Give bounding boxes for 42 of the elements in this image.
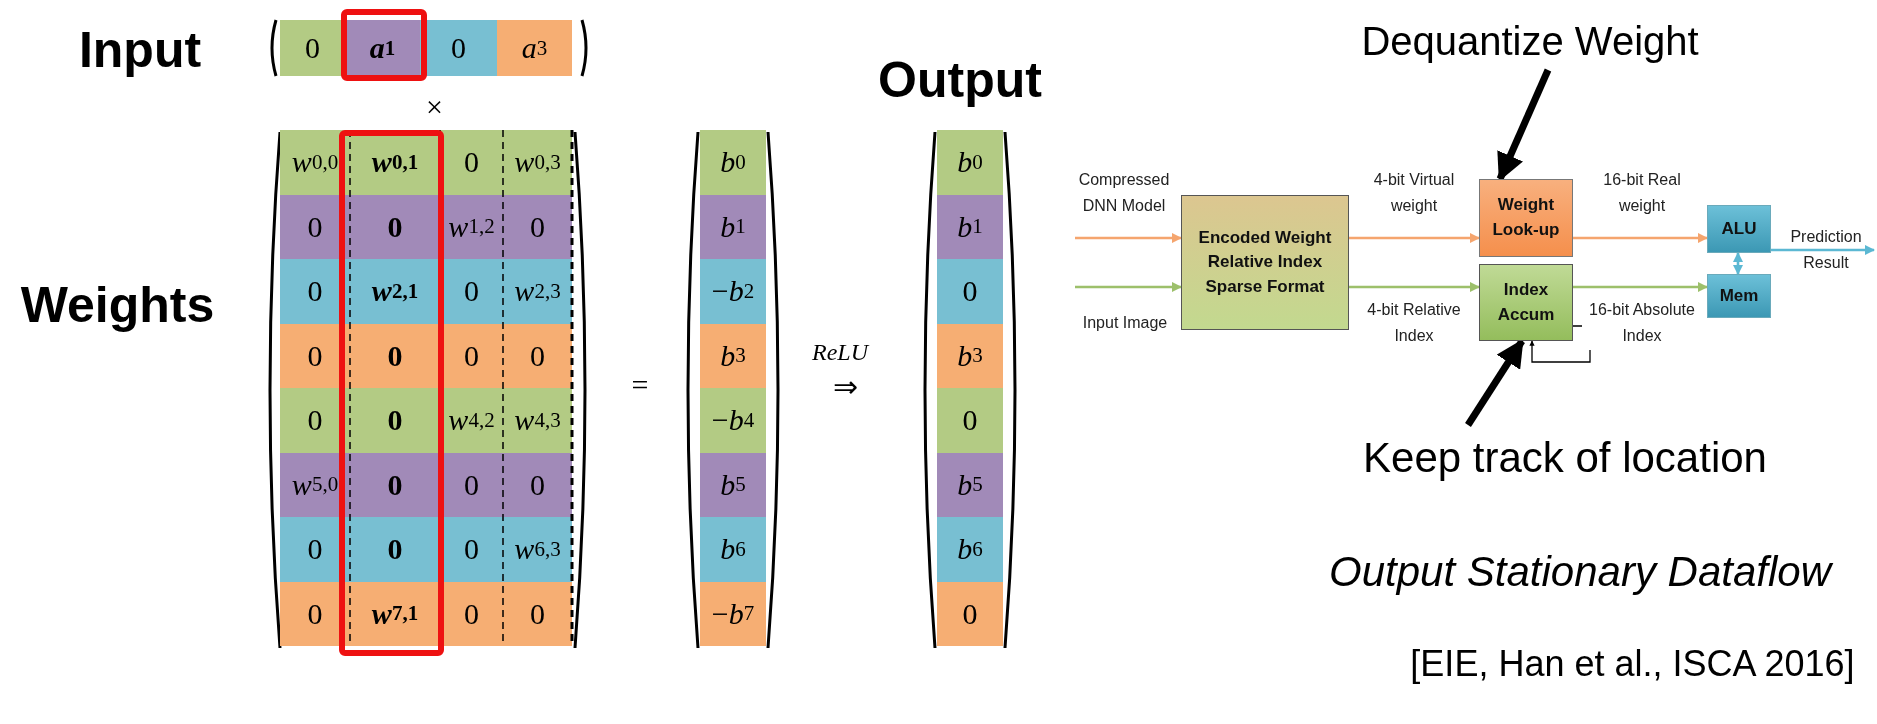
matrix-entry: 0 (280, 259, 350, 324)
citation: [EIE, Han et al., ISCA 2016] (1409, 642, 1856, 686)
edge-label: Prediction Result (1789, 227, 1863, 273)
matrix-entry: 0 (440, 130, 503, 195)
process-box: Weight Look-up (1479, 179, 1573, 257)
arrow (1573, 232, 1709, 244)
matrix-entry: 0 (280, 388, 350, 453)
matrix-entry: 0 (280, 517, 350, 582)
matrix-entry: 0 (503, 452, 572, 517)
operator-symbol: = (630, 367, 650, 403)
annotation-text: Dequantize Weight (1290, 12, 1770, 70)
matrix-entry: 0 (350, 194, 440, 259)
caption: Output Stationary Dataflow (1328, 547, 1834, 597)
arrow (1349, 281, 1481, 293)
operator-symbol: × (425, 89, 444, 125)
vector-entry: 0 (420, 20, 497, 76)
process-box: ALU (1707, 205, 1771, 253)
matrix-entry: 0 (350, 517, 440, 582)
operator-symbol: ⇒ (831, 368, 859, 405)
heading-label: Input (77, 21, 203, 80)
heading-label: Weights (19, 276, 216, 335)
matrix-entry: 0 (503, 194, 572, 259)
process-box: Mem (1707, 274, 1771, 318)
process-box: Index Accum (1479, 264, 1573, 341)
matrix-entry: 0 (503, 581, 572, 646)
matrix-entry: 0 (350, 388, 440, 453)
vector-entry: 0 (937, 581, 1003, 646)
arrow (1771, 244, 1876, 256)
process-box: Encoded Weight Relative Index Sparse Format (1181, 195, 1349, 330)
arrow (1732, 251, 1744, 276)
operator-label: ReLU (811, 337, 871, 367)
vector-entry: 0 (937, 259, 1003, 324)
annotation-text: Keep track of location (1300, 425, 1830, 491)
matrix-entry: 0 (350, 452, 440, 517)
arrow (1349, 232, 1481, 244)
arrow (1075, 232, 1183, 244)
arrow (1075, 281, 1183, 293)
heading-label: Output (877, 51, 1043, 110)
arrow (1573, 281, 1709, 293)
vector-entry: 0 (937, 388, 1003, 453)
matrix-entry: 0 (350, 323, 440, 388)
matrix-entry: 0 (503, 323, 572, 388)
